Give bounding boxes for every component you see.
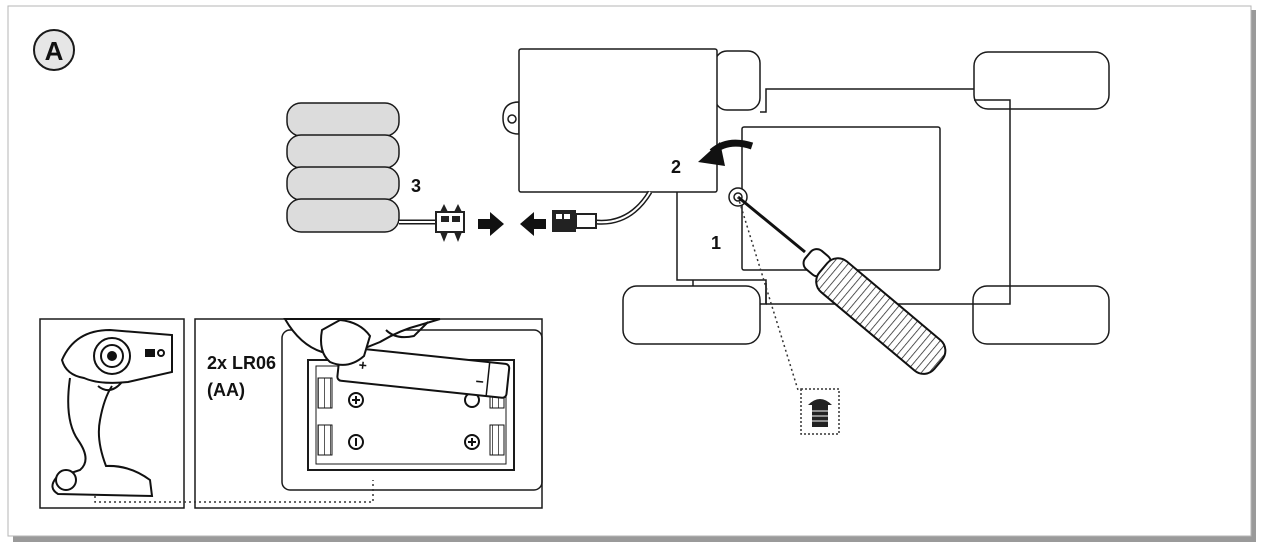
battery-slot [317, 424, 505, 456]
vehicle-chassis [622, 50, 1110, 345]
battery-spec-line1: 2x LR06 [207, 353, 276, 373]
connect-arrow-icon [478, 212, 546, 236]
wheel [622, 285, 761, 345]
step-1-label: 1 [711, 233, 721, 253]
battery-pack-icon [286, 102, 400, 233]
battery-cover [741, 126, 941, 271]
step-2-label: 2 [671, 157, 681, 177]
battery-compartment-box: + − 2x LR06 (AA) [194, 318, 543, 509]
panel-label-badge: A [33, 29, 75, 71]
hand-icon [283, 318, 441, 366]
screw-icon [800, 388, 840, 435]
wheel [972, 285, 1110, 345]
polarity-plus: + [358, 357, 368, 374]
compartment-leader-line [94, 480, 374, 503]
battery-spec-line2: (AA) [207, 380, 245, 400]
screwdriver-icon [737, 195, 947, 375]
step-3-label: 3 [411, 176, 421, 196]
removed-cover [502, 48, 718, 193]
wheel [973, 51, 1110, 110]
curved-arrow-icon [698, 139, 754, 166]
remote-control-box [39, 318, 185, 509]
panel-label: A [45, 36, 64, 66]
screw-leader-line [737, 196, 799, 391]
remote-control-icon [51, 328, 173, 498]
wheel [714, 50, 761, 111]
polarity-minus: − [475, 373, 485, 390]
vehicle-connector-icon [552, 210, 597, 232]
battery-connector-icon [399, 204, 465, 242]
vehicle-cable [595, 190, 653, 225]
